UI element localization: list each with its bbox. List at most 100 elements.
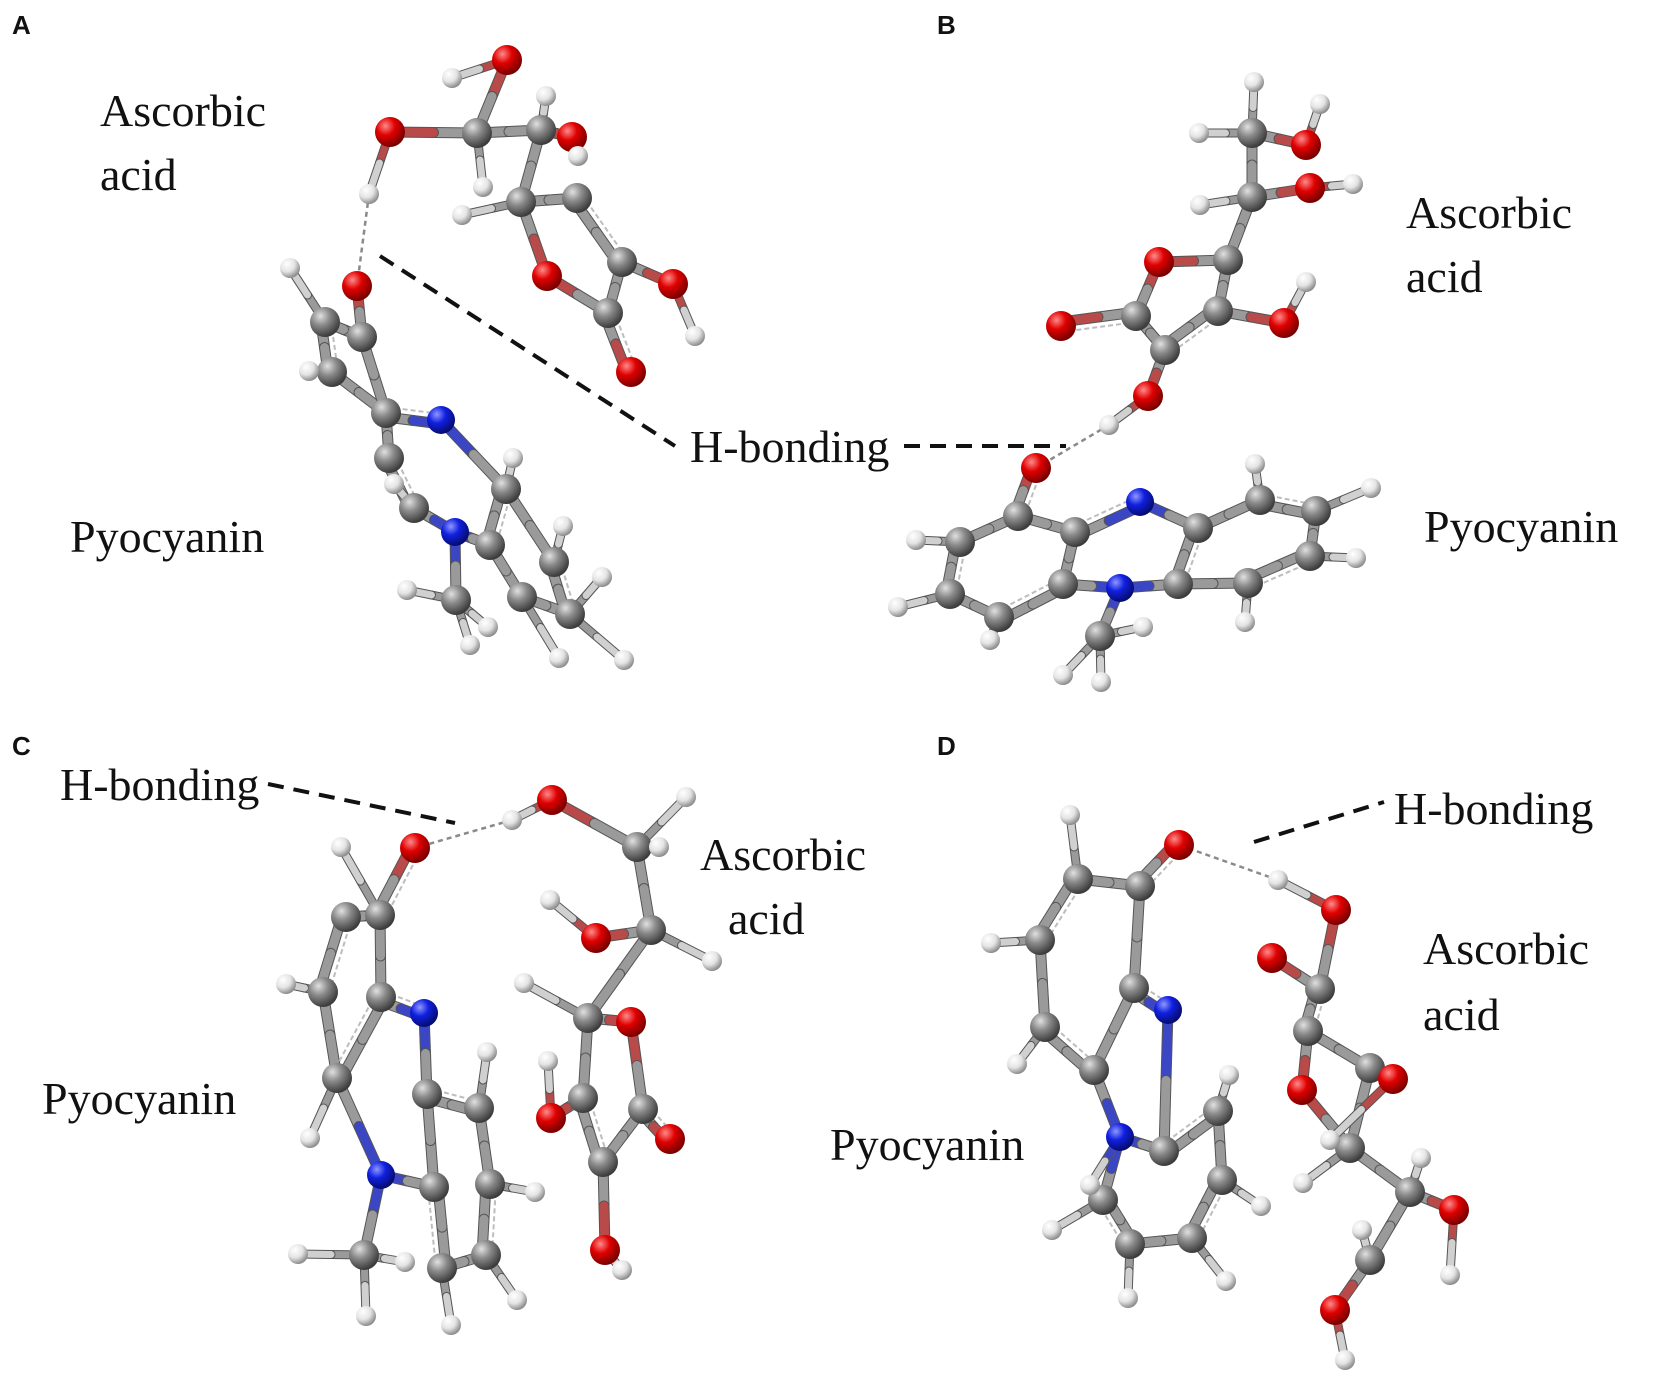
h-bonding-label: H-bonding [690, 421, 889, 472]
carbon-atom [1025, 925, 1055, 955]
carbon-atom [347, 322, 377, 352]
hydrogen-atom [685, 326, 705, 346]
oxygen-atom [1269, 308, 1299, 338]
carbon-atom [1063, 864, 1093, 894]
carbon-atom [371, 398, 401, 428]
hydrogen-atom [331, 837, 351, 857]
hydrogen-atom [1099, 415, 1119, 435]
hydrogen-atom [384, 474, 404, 494]
leader-line-layer [267, 254, 1385, 844]
carbon-atom [464, 1093, 494, 1123]
carbon-atom [1237, 118, 1267, 148]
carbon-atom [1150, 335, 1180, 365]
carbon-atom [1207, 1165, 1237, 1195]
hydrogen-atom [441, 1315, 461, 1335]
nitrogen-atom [367, 1161, 395, 1189]
carbon-atom [562, 183, 592, 213]
hydrogen-atom [1346, 548, 1366, 568]
oxygen-atom [1144, 247, 1174, 277]
oxygen-atom [1046, 311, 1076, 341]
hydrogen-atom [507, 1290, 527, 1310]
oxygen-atom [532, 261, 562, 291]
nitrogen-atom [1154, 996, 1182, 1024]
carbon-atom [628, 1094, 658, 1124]
oxygen-atom [375, 117, 405, 147]
carbon-atom [1119, 973, 1149, 1003]
carbon-atom [1233, 568, 1263, 598]
carbon-atom [374, 443, 404, 473]
carbon-atom [1335, 1133, 1365, 1163]
panel-letter-a: A [12, 10, 31, 40]
h-bonding-label: H-bonding [1394, 783, 1593, 834]
panel-d: D H-bonding Ascorbic acid Pyocyanin [830, 731, 1593, 1170]
hydrogen-atom [473, 177, 493, 197]
carbon-atom [1060, 517, 1090, 547]
hydrogen-atom [477, 1042, 497, 1062]
carbon-atom [573, 1003, 603, 1033]
hydrogen-atom [280, 258, 300, 278]
hydrogen-atom [395, 1252, 415, 1272]
hydrogen-atom [514, 973, 534, 993]
hydrogen-atom [1335, 1350, 1355, 1370]
carbon-atom [441, 585, 471, 615]
carbon-atom [412, 1079, 442, 1109]
hydrogen-atom [1118, 1288, 1138, 1308]
hydrogen-atom [299, 361, 319, 381]
nitrogen-atom [1126, 488, 1154, 516]
ascorbic-acid-label-line2: acid [100, 149, 177, 200]
pyocyanin-label: Pyocyanin [830, 1119, 1024, 1170]
hydrogen-atom [614, 650, 634, 670]
double-bond-line [330, 993, 377, 1076]
pyocyanin-label: Pyocyanin [1424, 501, 1618, 552]
oxygen-atom [581, 923, 611, 953]
hydrogen-atom [1251, 1196, 1271, 1216]
hydrogen-atom [1245, 454, 1265, 474]
carbon-atom [1085, 621, 1115, 651]
oxygen-atom [658, 269, 688, 299]
carbon-atom [945, 527, 975, 557]
carbon-atom [471, 1240, 501, 1270]
carbon-atom [607, 247, 637, 277]
carbon-atom [1121, 301, 1151, 331]
carbon-atom [1163, 569, 1193, 599]
oxygen-atom [616, 357, 646, 387]
ascorbic-acid-label-line2: acid [1423, 989, 1500, 1040]
hydrogen-atom [452, 205, 472, 225]
hydrogen-atom [356, 1306, 376, 1326]
hydrogen-atom [906, 530, 926, 550]
hydrogen-atom [1091, 672, 1111, 692]
carbon-atom [1003, 501, 1033, 531]
nitrogen-atom [441, 518, 469, 546]
carbon-atom [1203, 1096, 1233, 1126]
carbon-atom [1213, 245, 1243, 275]
hydrogen-atom [612, 1260, 632, 1280]
oxygen-atom [1133, 381, 1163, 411]
hydrogen-atom [502, 810, 522, 830]
hydrogen-atom [1411, 1148, 1431, 1168]
hydrogen-atom [1296, 272, 1316, 292]
carbon-atom [1149, 1136, 1179, 1166]
hydrogen-atom [276, 974, 296, 994]
carbon-atom [1395, 1177, 1425, 1207]
oxygen-atom [1287, 1075, 1317, 1105]
hydrogen-atom [980, 630, 1000, 650]
carbon-atom [526, 115, 556, 145]
hydrogen-atom [1219, 1065, 1239, 1085]
atom-layer [276, 45, 1469, 1370]
oxygen-atom [537, 785, 567, 815]
hydrogen-atom [478, 617, 498, 637]
hydrogen-atom [1190, 195, 1210, 215]
oxygen-atom [557, 122, 587, 152]
hydrogen-atom [1293, 1173, 1313, 1193]
carbon-atom [475, 530, 505, 560]
carbon-atom [1305, 974, 1335, 1004]
carbon-atom [1295, 541, 1325, 571]
ascorbic-acid-label-line1: Ascorbic [700, 829, 866, 880]
carbon-atom [1125, 871, 1155, 901]
carbon-atom [399, 493, 429, 523]
ascorbic-acid-label-line1: Ascorbic [1406, 187, 1572, 238]
nitrogen-atom [1106, 574, 1134, 602]
oxygen-atom [1378, 1064, 1408, 1094]
oxygen-atom [492, 45, 522, 75]
hydrogen-atom [1216, 1271, 1236, 1291]
